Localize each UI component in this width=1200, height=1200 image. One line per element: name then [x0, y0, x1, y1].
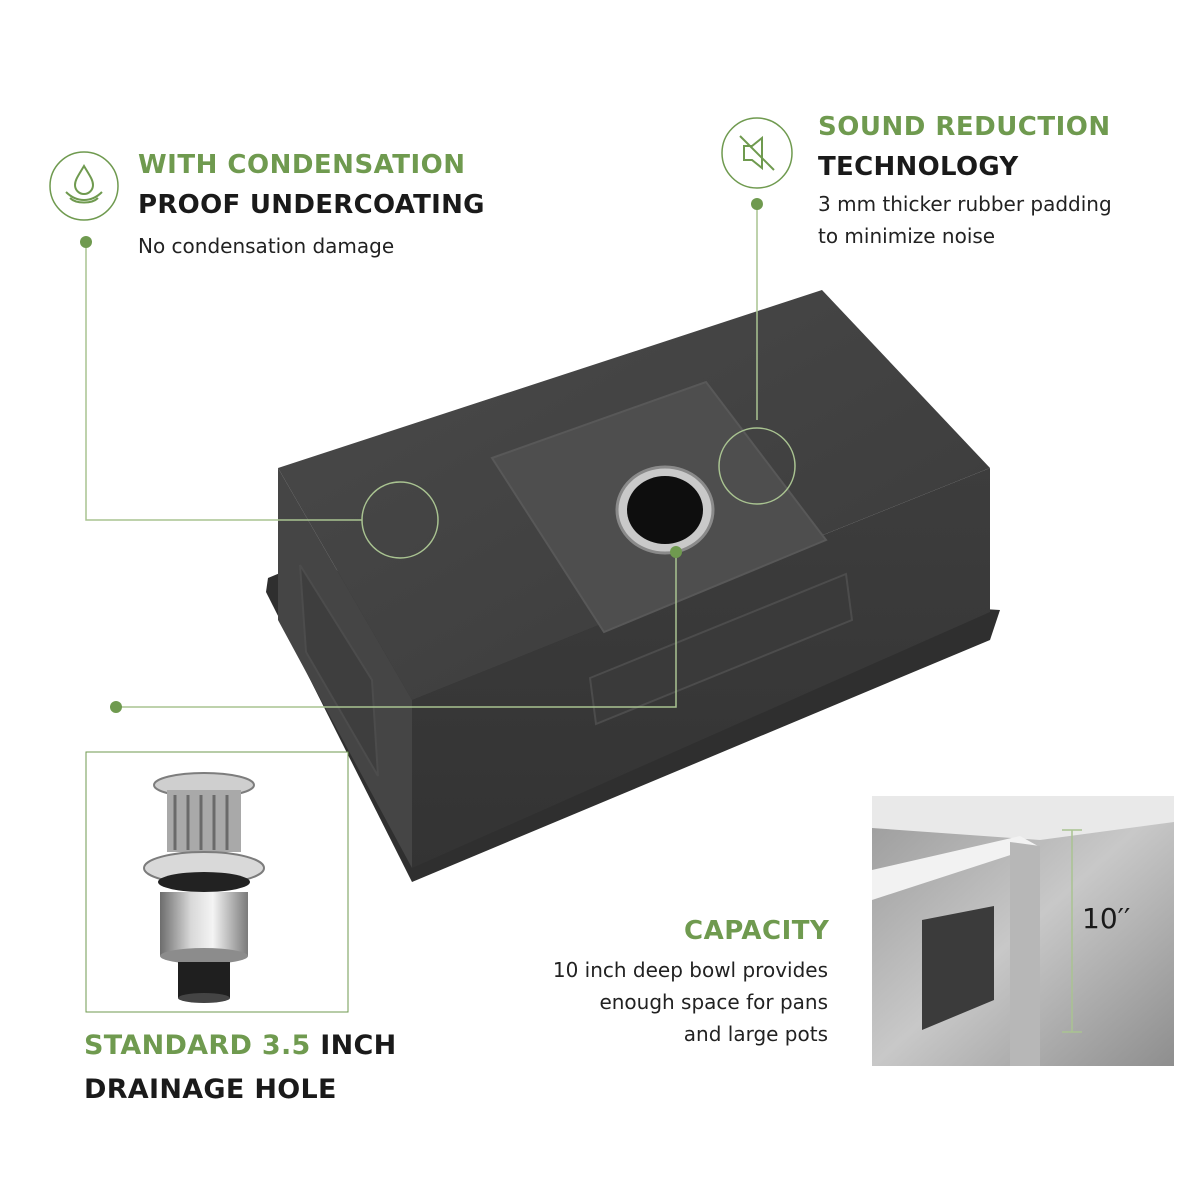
condensation-icon-badge	[48, 150, 120, 222]
depth-label: 10′′	[1082, 902, 1131, 935]
capacity-description-line2: enough space for pans	[599, 990, 828, 1014]
water-drop-hands-icon	[49, 151, 119, 221]
sound-description-line1: 3 mm thicker rubber padding	[818, 192, 1112, 216]
drain-heading-green: STANDARD 3.5	[84, 1030, 311, 1061]
capacity-description-line1: 10 inch deep bowl provides	[552, 958, 828, 982]
drain-heading-dark: INCH	[310, 1030, 397, 1061]
callout-dots	[80, 198, 763, 713]
condensation-heading-green: WITH CONDENSATION	[138, 150, 466, 180]
sound-description-line2: to minimize noise	[818, 224, 996, 248]
callout-lines	[85, 204, 796, 708]
speaker-mute-icon	[721, 117, 793, 189]
capacity-description-line3: and large pots	[683, 1022, 828, 1046]
sound-heading-green: SOUND REDUCTION	[818, 112, 1111, 142]
capacity-heading: CAPACITY	[684, 916, 830, 946]
drain-inset	[85, 751, 349, 1013]
sound-icon-badge	[720, 116, 794, 190]
drain-heading: STANDARD 3.5 INCH	[84, 1030, 397, 1061]
condensation-heading-dark: PROOF UNDERCOATING	[138, 190, 485, 220]
sound-heading-dark: TECHNOLOGY	[818, 152, 1019, 182]
sink-body	[278, 290, 990, 868]
condensation-description: No condensation damage	[138, 234, 395, 258]
depth-inset	[872, 796, 1174, 1066]
drain-heading-line2: DRAINAGE HOLE	[84, 1074, 337, 1105]
